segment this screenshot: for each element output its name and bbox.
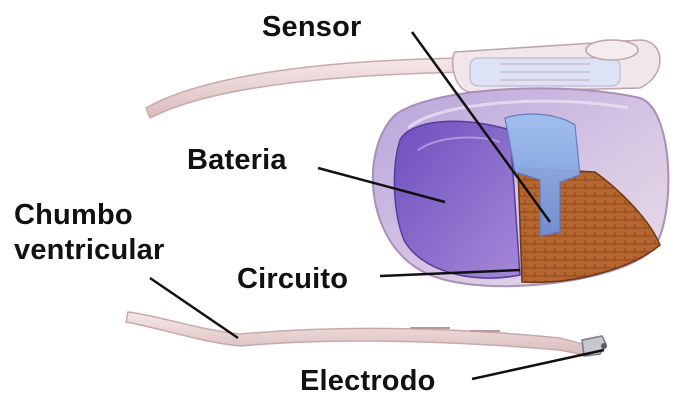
electrodo-leader-line: [472, 350, 604, 379]
chumbo-ventricular-label-line2: ventricular: [14, 233, 165, 267]
bateria-label: Bateria: [187, 143, 287, 177]
electrodo-label: Electrodo: [300, 364, 436, 398]
lower-lead-wire: [126, 312, 590, 356]
circuito-label: Circuito: [237, 262, 348, 296]
sensor-label: Sensor: [262, 10, 362, 44]
connector-header: [453, 40, 660, 92]
chumbo-ventricular-label-line1: Chumbo: [14, 198, 133, 232]
